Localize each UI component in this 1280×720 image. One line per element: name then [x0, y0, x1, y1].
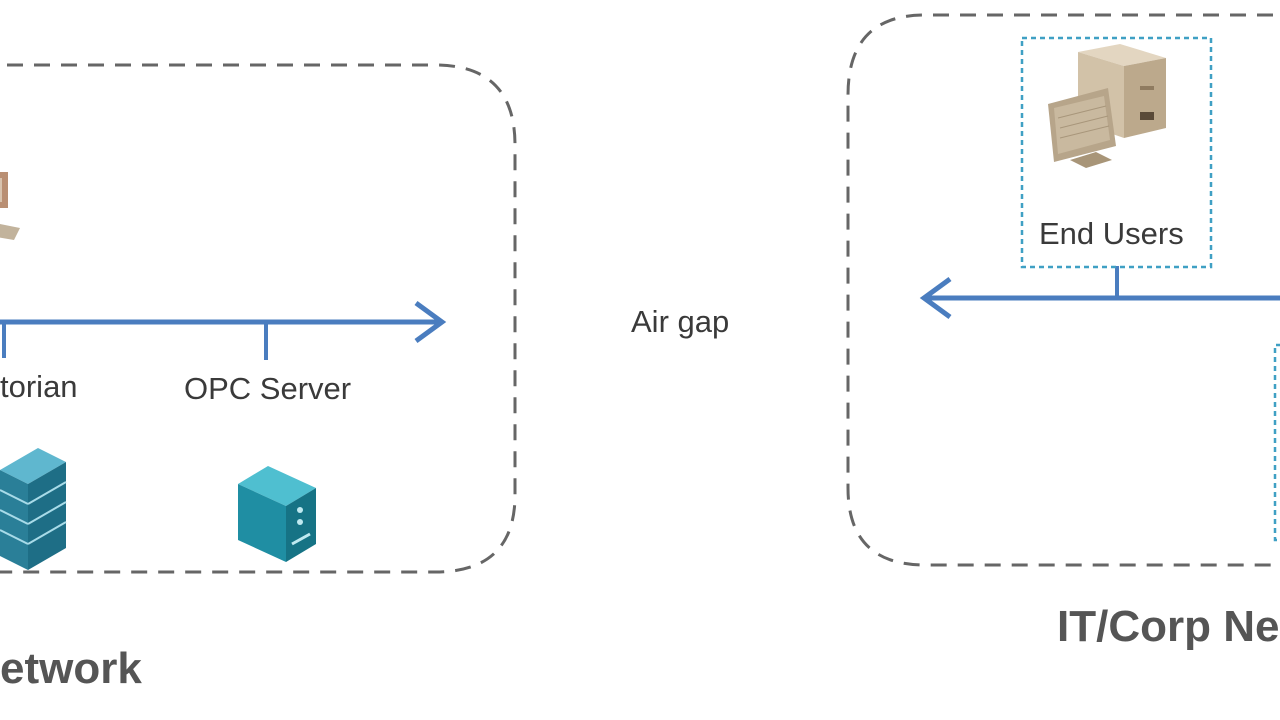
right-partial-node-box	[1273, 343, 1280, 542]
opc-server-label: OPC Server	[184, 371, 352, 406]
right-network-bus	[919, 266, 1280, 320]
left-network-bus	[0, 300, 447, 360]
historian-label: torian	[0, 369, 78, 404]
end-users-label: End Users	[1039, 216, 1184, 251]
desktop-computer-icon	[1048, 44, 1166, 168]
left-network-boundary	[0, 63, 517, 574]
server-rack-icon	[0, 448, 67, 570]
right-network-boundary	[846, 13, 1280, 567]
end-users-node-box	[1020, 36, 1213, 269]
right-network-title: IT/Corp Ne	[1057, 602, 1280, 651]
left-network-title: etwork	[0, 644, 142, 693]
workstation-icon	[0, 172, 20, 240]
server-tower-icon	[238, 466, 316, 562]
air-gap-label: Air gap	[631, 304, 730, 339]
